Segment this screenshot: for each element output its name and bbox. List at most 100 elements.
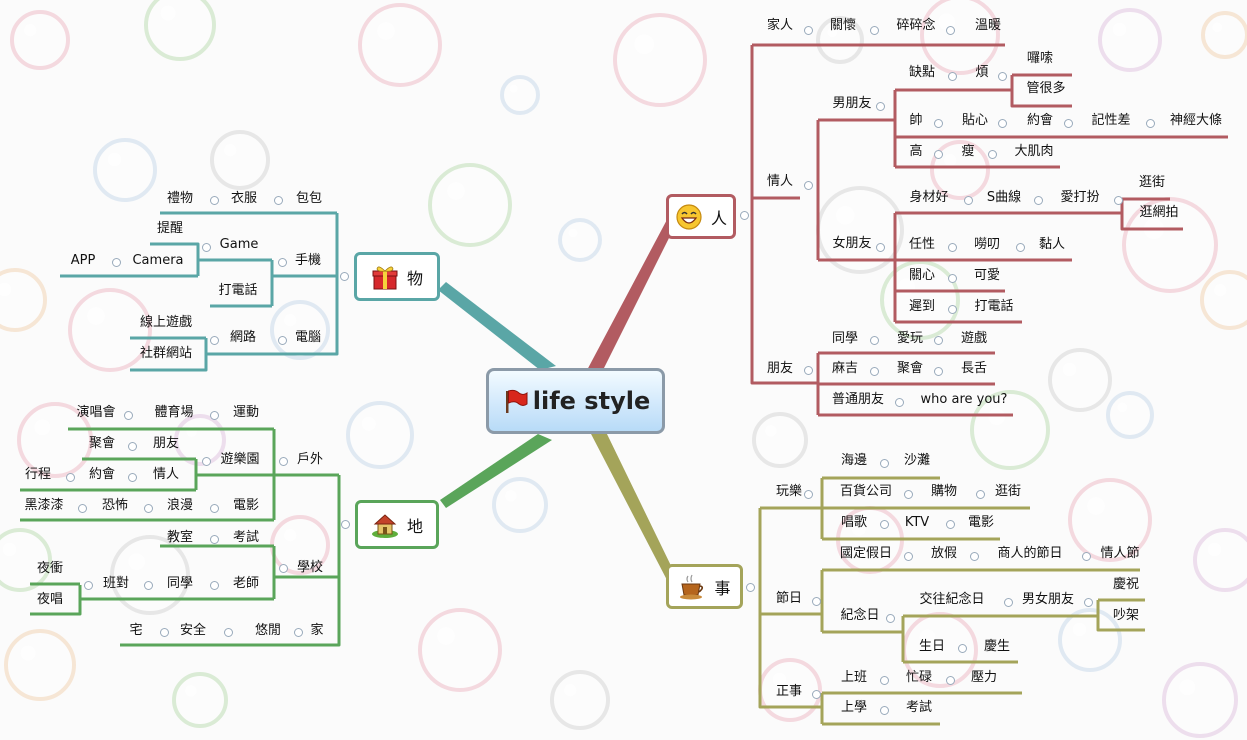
topic-shangren[interactable]: 商人的節日 xyxy=(997,546,1063,561)
collapse-toggle[interactable] xyxy=(903,551,913,561)
root-node[interactable]: life style xyxy=(486,368,665,434)
topic-laodao[interactable]: 嘮叨 xyxy=(973,237,1001,252)
collapse-toggle[interactable] xyxy=(879,705,889,715)
topic-camera[interactable]: Camera xyxy=(132,253,184,268)
collapse-toggle[interactable] xyxy=(811,596,821,606)
collapse-toggle[interactable] xyxy=(278,456,288,466)
topic-shuai[interactable]: 帥 xyxy=(909,113,923,128)
collapse-toggle[interactable] xyxy=(969,551,979,561)
collapse-toggle[interactable] xyxy=(278,563,288,573)
collapse-toggle[interactable] xyxy=(201,242,211,252)
collapse-toggle[interactable] xyxy=(811,689,821,699)
topic-wanglu[interactable]: 網路 xyxy=(229,330,257,345)
topic-mang[interactable]: 忙碌 xyxy=(905,670,933,685)
topic-zhengshi[interactable]: 正事 xyxy=(775,684,803,699)
topic-aiwan[interactable]: 愛玩 xyxy=(896,331,924,346)
topic-fan[interactable]: 煩 xyxy=(975,65,989,80)
topic-shangxue[interactable]: 上學 xyxy=(840,700,868,715)
collapse-toggle[interactable] xyxy=(933,366,943,376)
collapse-toggle[interactable] xyxy=(997,71,1007,81)
topic-juhui-di[interactable]: 聚會 xyxy=(88,436,116,451)
collapse-toggle[interactable] xyxy=(963,195,973,205)
topic-gao[interactable]: 高 xyxy=(909,144,923,159)
collapse-toggle[interactable] xyxy=(201,456,211,466)
topic-yundong[interactable]: 運動 xyxy=(232,405,260,420)
collapse-toggle[interactable] xyxy=(127,472,137,482)
topic-ktv[interactable]: KTV xyxy=(904,515,930,530)
topic-guangjie-ren[interactable]: 逛街 xyxy=(1138,175,1166,190)
collapse-toggle[interactable] xyxy=(209,580,219,590)
topic-fangjia[interactable]: 放假 xyxy=(930,546,958,561)
collapse-toggle[interactable] xyxy=(1033,195,1043,205)
collapse-toggle[interactable] xyxy=(293,627,303,637)
topic-dianying-di[interactable]: 電影 xyxy=(232,498,260,513)
topic-guangwangpai[interactable]: 逛網拍 xyxy=(1139,205,1179,220)
topic-yechang[interactable]: 夜唱 xyxy=(36,592,64,607)
topic-tiexin[interactable]: 貼心 xyxy=(961,113,989,128)
topic-heiqiqi[interactable]: 黑漆漆 xyxy=(24,498,64,513)
topic-haibian[interactable]: 海邊 xyxy=(840,453,868,468)
collapse-toggle[interactable] xyxy=(143,580,153,590)
collapse-toggle[interactable] xyxy=(209,335,219,345)
collapse-toggle[interactable] xyxy=(1113,195,1123,205)
collapse-toggle[interactable] xyxy=(933,118,943,128)
collapse-toggle[interactable] xyxy=(143,503,153,513)
collapse-toggle[interactable] xyxy=(1081,551,1091,561)
collapse-toggle[interactable] xyxy=(875,242,885,252)
topic-kongbu[interactable]: 恐怖 xyxy=(101,498,129,513)
collapse-toggle[interactable] xyxy=(273,195,283,205)
collapse-toggle[interactable] xyxy=(340,519,350,529)
topic-wennuan[interactable]: 溫暖 xyxy=(974,18,1002,33)
topic-diannao[interactable]: 電腦 xyxy=(294,330,322,345)
topic-majiang[interactable]: 麻吉 xyxy=(831,361,859,376)
collapse-toggle[interactable] xyxy=(803,180,813,190)
collapse-toggle[interactable] xyxy=(739,210,749,220)
topic-banduei[interactable]: 班對 xyxy=(102,576,130,591)
topic-jia[interactable]: 家 xyxy=(310,623,324,638)
topic-pengyou-ren[interactable]: 朋友 xyxy=(766,361,794,376)
collapse-toggle[interactable] xyxy=(277,257,287,267)
topic-yifu[interactable]: 衣服 xyxy=(230,191,258,206)
topic-qingren-di[interactable]: 情人 xyxy=(152,467,180,482)
collapse-toggle[interactable] xyxy=(209,410,219,420)
collapse-toggle[interactable] xyxy=(947,273,957,283)
collapse-toggle[interactable] xyxy=(77,503,87,513)
collapse-toggle[interactable] xyxy=(947,304,957,314)
topic-chidao[interactable]: 遲到 xyxy=(908,299,936,314)
topic-jixingcha[interactable]: 記性差 xyxy=(1091,113,1131,128)
topic-jiaren[interactable]: 家人 xyxy=(766,18,794,33)
topic-jinianri[interactable]: 紀念日 xyxy=(840,608,880,623)
collapse-toggle[interactable] xyxy=(885,613,895,623)
topic-youxi[interactable]: 遊戲 xyxy=(960,331,988,346)
topic-liwu[interactable]: 禮物 xyxy=(166,191,194,206)
collapse-toggle[interactable] xyxy=(1145,118,1155,128)
topic-tongxue-di[interactable]: 同學 xyxy=(166,576,194,591)
topic-guanhenduo[interactable]: 管很多 xyxy=(1026,81,1066,96)
branch-node-shi[interactable]: 事 xyxy=(666,564,743,609)
collapse-toggle[interactable] xyxy=(1083,597,1093,607)
topic-baobao[interactable]: 包包 xyxy=(295,191,323,206)
collapse-toggle[interactable] xyxy=(869,25,879,35)
topic-shenjingdatiao[interactable]: 神經大條 xyxy=(1169,113,1223,128)
topic-youleyuan[interactable]: 遊樂園 xyxy=(220,452,260,467)
branch-node-di[interactable]: 地 xyxy=(355,500,439,549)
collapse-toggle[interactable] xyxy=(339,271,349,281)
collapse-toggle[interactable] xyxy=(879,519,889,529)
topic-suisuinian[interactable]: 碎碎念 xyxy=(896,18,936,33)
topic-yuehui-di[interactable]: 約會 xyxy=(88,467,116,482)
topic-tongxue-ren[interactable]: 同學 xyxy=(831,331,859,346)
collapse-toggle[interactable] xyxy=(879,675,889,685)
collapse-toggle[interactable] xyxy=(987,149,997,159)
topic-game[interactable]: Game xyxy=(219,237,259,252)
topic-guanxin[interactable]: 關心 xyxy=(908,268,936,283)
topic-youxian[interactable]: 悠閒 xyxy=(254,623,282,638)
topic-nanpengyou[interactable]: 男朋友 xyxy=(832,96,872,111)
topic-renxing[interactable]: 任性 xyxy=(908,237,936,252)
branch-node-wu[interactable]: 物 xyxy=(354,252,440,301)
topic-changge[interactable]: 唱歌 xyxy=(840,515,868,530)
topic-zhai[interactable]: 宅 xyxy=(129,623,143,638)
topic-changshe[interactable]: 長舌 xyxy=(960,361,988,376)
collapse-toggle[interactable] xyxy=(945,519,955,529)
topic-chaojia[interactable]: 吵架 xyxy=(1112,608,1140,623)
collapse-toggle[interactable] xyxy=(65,472,75,482)
